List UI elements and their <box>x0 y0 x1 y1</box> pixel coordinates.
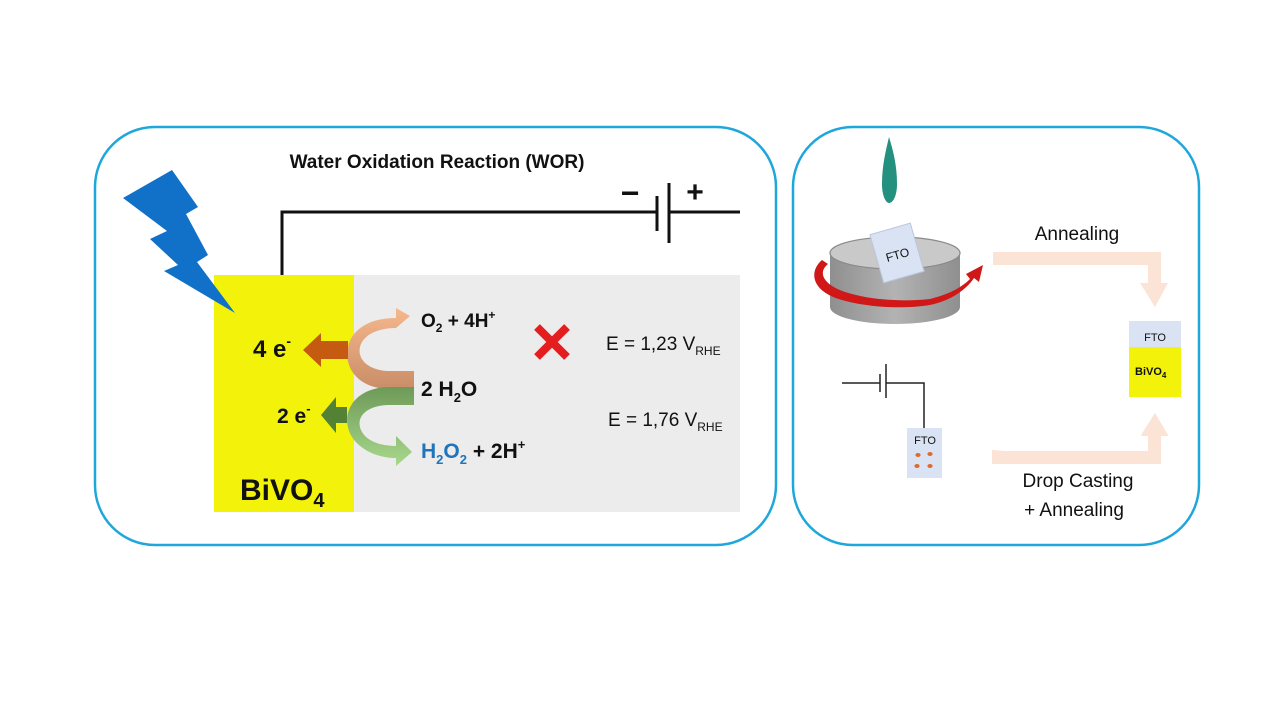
dropcasting-label-2: + Annealing <box>1024 500 1124 521</box>
water-label: 2 H2O <box>421 378 477 405</box>
h2o2-pathway-arrow <box>347 387 414 466</box>
lightning-icon <box>123 170 235 313</box>
right-panel-border <box>791 125 1201 547</box>
left-panel: Water Oxidation Reaction (WOR) − + BiVO4 <box>93 125 778 547</box>
potential-h2o2-label: E = 1,76 VRHE <box>608 410 723 434</box>
arrow-4e <box>303 333 348 367</box>
electrode-fto-layer <box>1129 321 1181 347</box>
dropcasting-arrow-shaft <box>992 413 1168 464</box>
electrode-fto-label: FTO <box>1144 332 1166 344</box>
annealing-label: Annealing <box>1035 224 1120 245</box>
spin-coater-body <box>830 253 960 324</box>
electrons-4-label: 4 e- <box>253 333 291 363</box>
spin-arrow-left <box>814 260 930 308</box>
dropcast-particles <box>914 452 933 468</box>
spin-fto-substrate: FTO <box>869 222 925 284</box>
blocked-x-icon <box>534 324 570 360</box>
right-panel: FTO Annealing FTO BiVO4 FTO Drop Castin <box>791 125 1201 547</box>
electrons-2-label: 2 e- <box>277 401 311 428</box>
circuit-wire <box>280 210 583 275</box>
spin-fto-label: FTO <box>884 245 911 265</box>
dropcast-fto-label: FTO <box>914 435 936 447</box>
annealing-arrow-shaft <box>993 252 1168 307</box>
dropcast-fto-substrate <box>907 428 942 478</box>
o2-pathway-arrow <box>347 308 414 389</box>
drop-icon <box>882 137 897 203</box>
dropcast-wire-right <box>886 382 925 428</box>
h2o2-product-label: H2O2 + 2H+ <box>421 437 526 467</box>
battery-plus: + <box>686 176 704 209</box>
bivo4-electrode <box>214 275 354 512</box>
arrow-2e <box>321 397 347 433</box>
dropcasting-label-1: Drop Casting <box>1023 471 1134 492</box>
wor-title: Water Oxidation Reaction (WOR) <box>290 152 585 173</box>
electrode-bivo4-layer <box>1129 347 1181 397</box>
left-panel-border <box>93 125 778 547</box>
electrolyte-region <box>354 275 740 512</box>
potential-o2-label: E = 1,23 VRHE <box>606 334 721 358</box>
spin-coater: FTO <box>814 222 983 324</box>
o2-product-label: O2 + 4H+ <box>421 308 495 335</box>
particle <box>914 464 920 468</box>
particle <box>915 453 921 457</box>
spin-arrow-right <box>930 265 983 305</box>
battery-minus: − <box>621 175 640 211</box>
bivo4-label: BiVO4 <box>240 474 325 512</box>
particle <box>927 464 933 468</box>
spin-fto-rect <box>869 222 925 284</box>
particle <box>927 452 933 456</box>
electrode-bivo4-label: BiVO4 <box>1135 366 1167 380</box>
